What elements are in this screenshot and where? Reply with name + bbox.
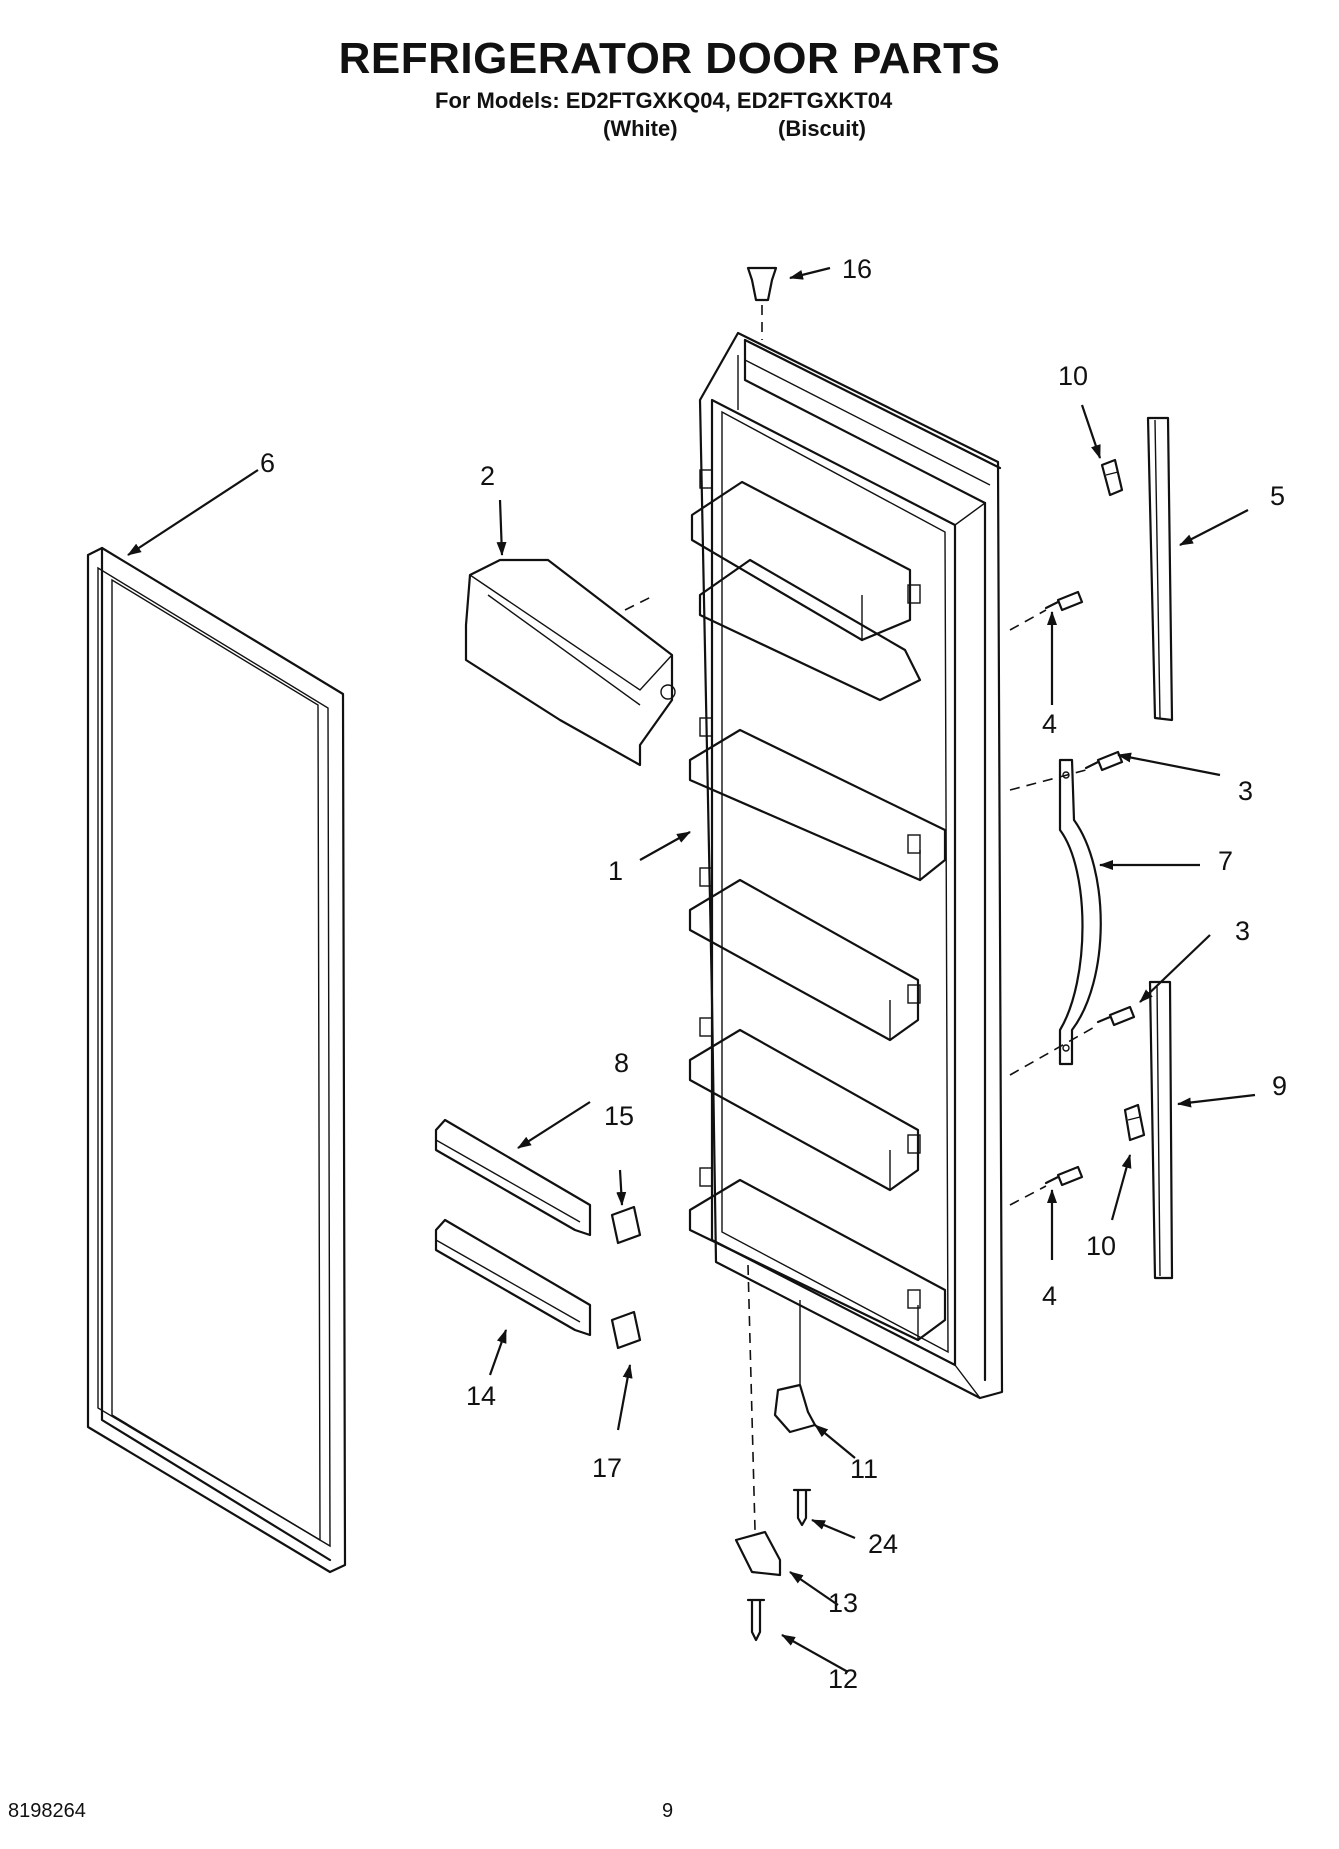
callout-9: 9	[1272, 1071, 1287, 1101]
screw-trim-bottom	[1044, 1165, 1084, 1187]
hinge-pin-screw	[746, 1598, 766, 1642]
callout-14: 14	[466, 1381, 496, 1411]
callout-15: 15	[604, 1101, 634, 1131]
hinge-bracket	[734, 1530, 782, 1577]
callout-8: 8	[614, 1048, 629, 1078]
callout-11: 11	[850, 1454, 878, 1484]
callout-13: 13	[828, 1588, 858, 1618]
trim-clip-top	[1100, 458, 1124, 497]
models-line: For Models: ED2FTGXKQ04, ED2FTGXKT04	[435, 88, 893, 113]
trim-strip-top	[1146, 416, 1174, 722]
door-plug	[746, 266, 778, 340]
screw-trim-top	[1044, 590, 1084, 612]
callout-12: 12	[828, 1664, 858, 1694]
callout-5: 5	[1270, 481, 1285, 511]
variant-biscuit: (Biscuit)	[778, 116, 866, 141]
trim-clip-bottom	[1123, 1103, 1146, 1142]
bottom-hinge	[773, 1383, 817, 1434]
callout-6: 6	[260, 448, 275, 478]
callout-10-bottom: 10	[1086, 1231, 1116, 1261]
callout-17: 17	[592, 1453, 622, 1483]
callout-4-bottom: 4	[1042, 1281, 1057, 1311]
dairy-door	[464, 558, 676, 767]
callout-24: 24	[868, 1529, 898, 1559]
page-title: REFRIGERATOR DOOR PARTS	[338, 34, 1001, 83]
callout-1: 1	[608, 856, 623, 886]
end-cap-upper	[610, 1205, 642, 1245]
callout-4-top: 4	[1042, 709, 1057, 739]
trim-strip-bottom	[1148, 980, 1174, 1280]
callout-arrows	[127, 266, 1256, 1673]
hinge-screw	[792, 1488, 812, 1527]
callout-2: 2	[480, 461, 495, 491]
callout-7: 7	[1218, 846, 1233, 876]
callout-10-top: 10	[1058, 361, 1088, 391]
callout-16: 16	[842, 254, 872, 284]
door-liner	[688, 331, 1004, 1400]
door-handle	[1058, 758, 1102, 1066]
document-number: 8198264	[8, 1800, 86, 1822]
shelf-trim-lower	[434, 1218, 592, 1337]
door-gasket	[86, 546, 347, 1574]
end-cap-lower	[610, 1310, 642, 1350]
variant-white: (White)	[603, 116, 678, 141]
screw-handle-top	[1084, 750, 1124, 772]
callout-3-top: 3	[1238, 776, 1253, 806]
screw-handle-bottom	[1096, 1005, 1136, 1027]
page-number: 9	[662, 1800, 674, 1822]
callout-3-bottom: 3	[1235, 916, 1250, 946]
shelf-trim-upper	[434, 1118, 592, 1237]
